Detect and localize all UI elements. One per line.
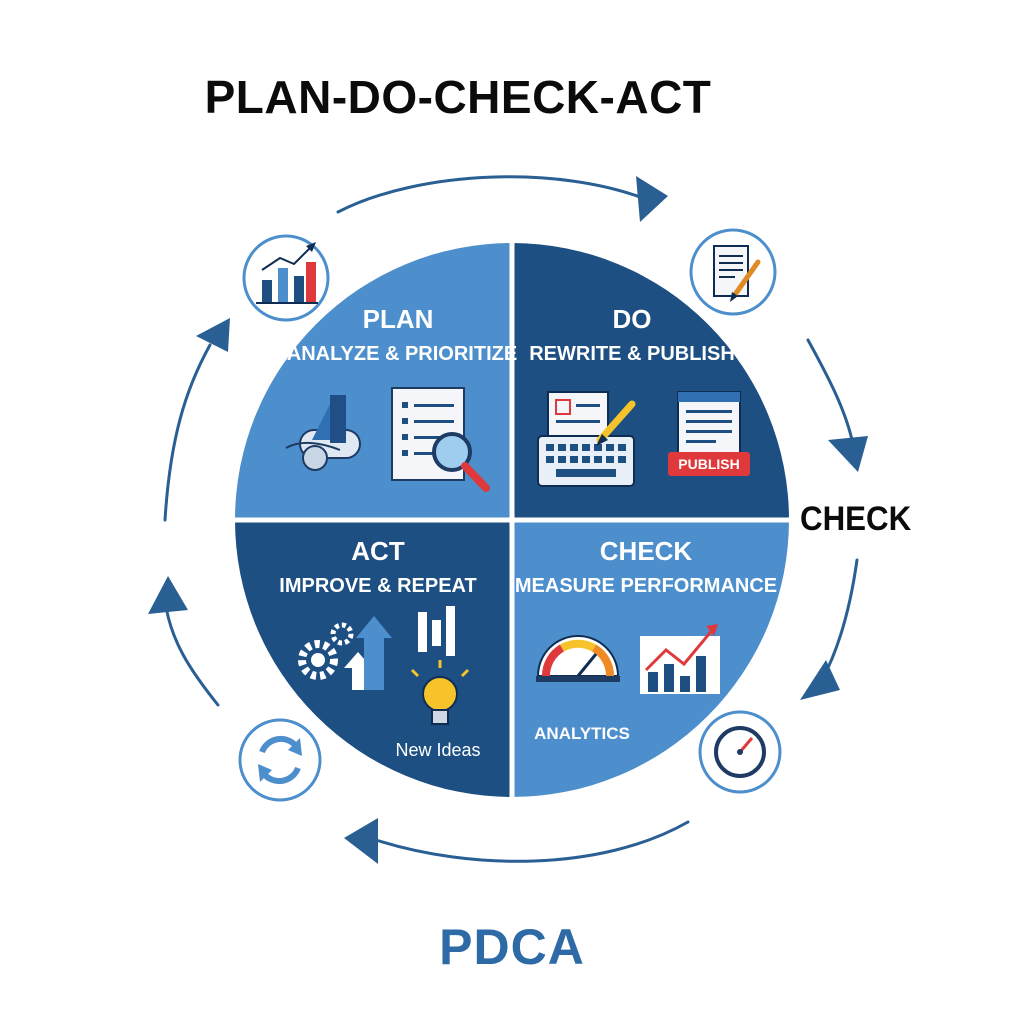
act-subtitle: IMPROVE & REPEAT <box>279 575 476 597</box>
arrowhead-top <box>636 176 668 222</box>
speedometer-icon <box>698 710 782 794</box>
check-subtitle: MEASURE PERFORMANCE <box>515 575 777 597</box>
keyboard-document-icon <box>537 391 636 487</box>
analytics-chart-icon <box>285 395 361 471</box>
plan-title: PLAN <box>363 304 434 334</box>
footer-label: PDCA <box>439 919 585 975</box>
side-check-label: CHECK <box>800 500 912 538</box>
arrow-bottom <box>374 820 690 863</box>
publish-badge <box>668 452 750 476</box>
plan-subtitle: ANALYZE & PRIORITIZE <box>287 343 517 365</box>
cycle-arrows <box>163 175 859 863</box>
arrow-heads <box>148 176 868 864</box>
do-subtitle: REWRITE & PUBLISH <box>529 343 735 365</box>
arrow-left-lower <box>163 598 220 707</box>
arrow-right-upper <box>806 338 854 442</box>
refresh-cycle-icon <box>238 718 322 802</box>
arrow-left-upper <box>163 343 212 522</box>
check-caption: ANALYTICS <box>534 724 630 743</box>
act-title: ACT <box>351 536 405 566</box>
act-caption: New Ideas <box>395 740 480 760</box>
arrow-top <box>336 175 650 214</box>
arrow-right-lower <box>820 558 859 682</box>
bars-icon <box>418 606 455 656</box>
arrowhead-left-lower <box>148 576 188 614</box>
page-title: PLAN-DO-CHECK-ACT <box>204 71 712 123</box>
document-magnifier-icon <box>391 387 490 492</box>
bar-chart-icon <box>242 234 330 322</box>
publish-badge-label: PUBLISH <box>678 456 739 472</box>
trend-chart-icon <box>640 624 720 694</box>
arrowhead-right <box>828 436 868 472</box>
lightbulb-icon <box>410 660 470 725</box>
gauge-icon <box>536 635 620 682</box>
document-pen-icon <box>689 228 777 316</box>
arrowhead-bottom <box>344 818 378 864</box>
publish-window-icon: PUBLISH <box>668 391 750 476</box>
gears-growth-icon <box>298 616 392 690</box>
do-title: DO <box>613 304 652 334</box>
arrowhead-right-lower <box>800 660 840 700</box>
check-title: CHECK <box>600 536 693 566</box>
arrowhead-left-upper <box>196 318 230 352</box>
